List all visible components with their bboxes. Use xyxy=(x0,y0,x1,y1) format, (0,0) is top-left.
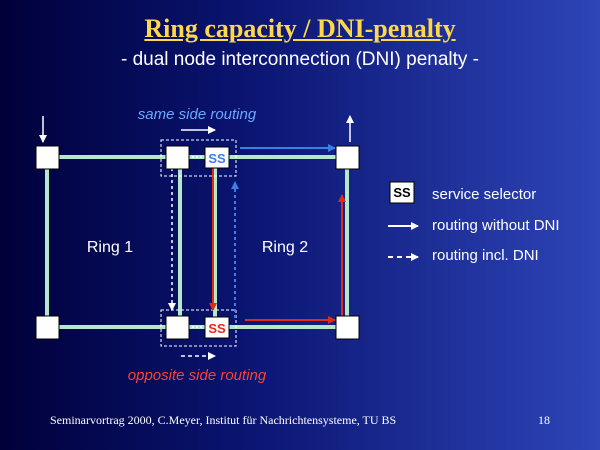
slide-title: Ring capacity / DNI-penalty xyxy=(144,14,456,43)
slide-subtitle: - dual node interconnection (DNI) penalt… xyxy=(120,49,480,70)
interconnection-links xyxy=(188,155,207,329)
opposite-side-label: opposite side routing xyxy=(128,367,267,384)
footer-text: Seminarvortrag 2000, C.Meyer, Institut f… xyxy=(50,413,397,427)
dni-box-bottom xyxy=(160,309,237,347)
node-ring2-bottom-right xyxy=(335,315,360,340)
red-route xyxy=(209,168,346,324)
ring2-label: Ring 2 xyxy=(262,239,308,256)
blue-route xyxy=(231,144,336,318)
ss-node-bottom xyxy=(204,316,230,339)
ss-label-top: SS xyxy=(208,151,226,166)
ring-1 xyxy=(45,155,182,329)
ss-label-bottom: SS xyxy=(208,321,226,336)
legend-service-selector: service selector xyxy=(432,186,536,203)
legend-routing-without-dni: routing without DNI xyxy=(432,217,560,234)
node-ring1-bottom-right xyxy=(165,315,190,340)
same-side-label: same side routing xyxy=(138,106,257,123)
node-ring1-top-right xyxy=(165,145,190,170)
legend-ss-text: SS xyxy=(393,185,411,200)
ring1-label: Ring 1 xyxy=(87,239,133,256)
node-ring2-top-right xyxy=(335,145,360,170)
node-ring1-top-left xyxy=(35,145,60,170)
legend-routing-incl-dni: routing incl. DNI xyxy=(432,247,539,264)
ring-2 xyxy=(213,155,349,329)
node-ring1-bottom-left xyxy=(35,315,60,340)
legend: SS service selector routing without DNI … xyxy=(388,181,560,264)
page-number: 18 xyxy=(538,413,550,427)
dni-box-top xyxy=(160,139,237,177)
legend-ss-box xyxy=(389,181,415,204)
ss-node-top xyxy=(204,146,230,169)
